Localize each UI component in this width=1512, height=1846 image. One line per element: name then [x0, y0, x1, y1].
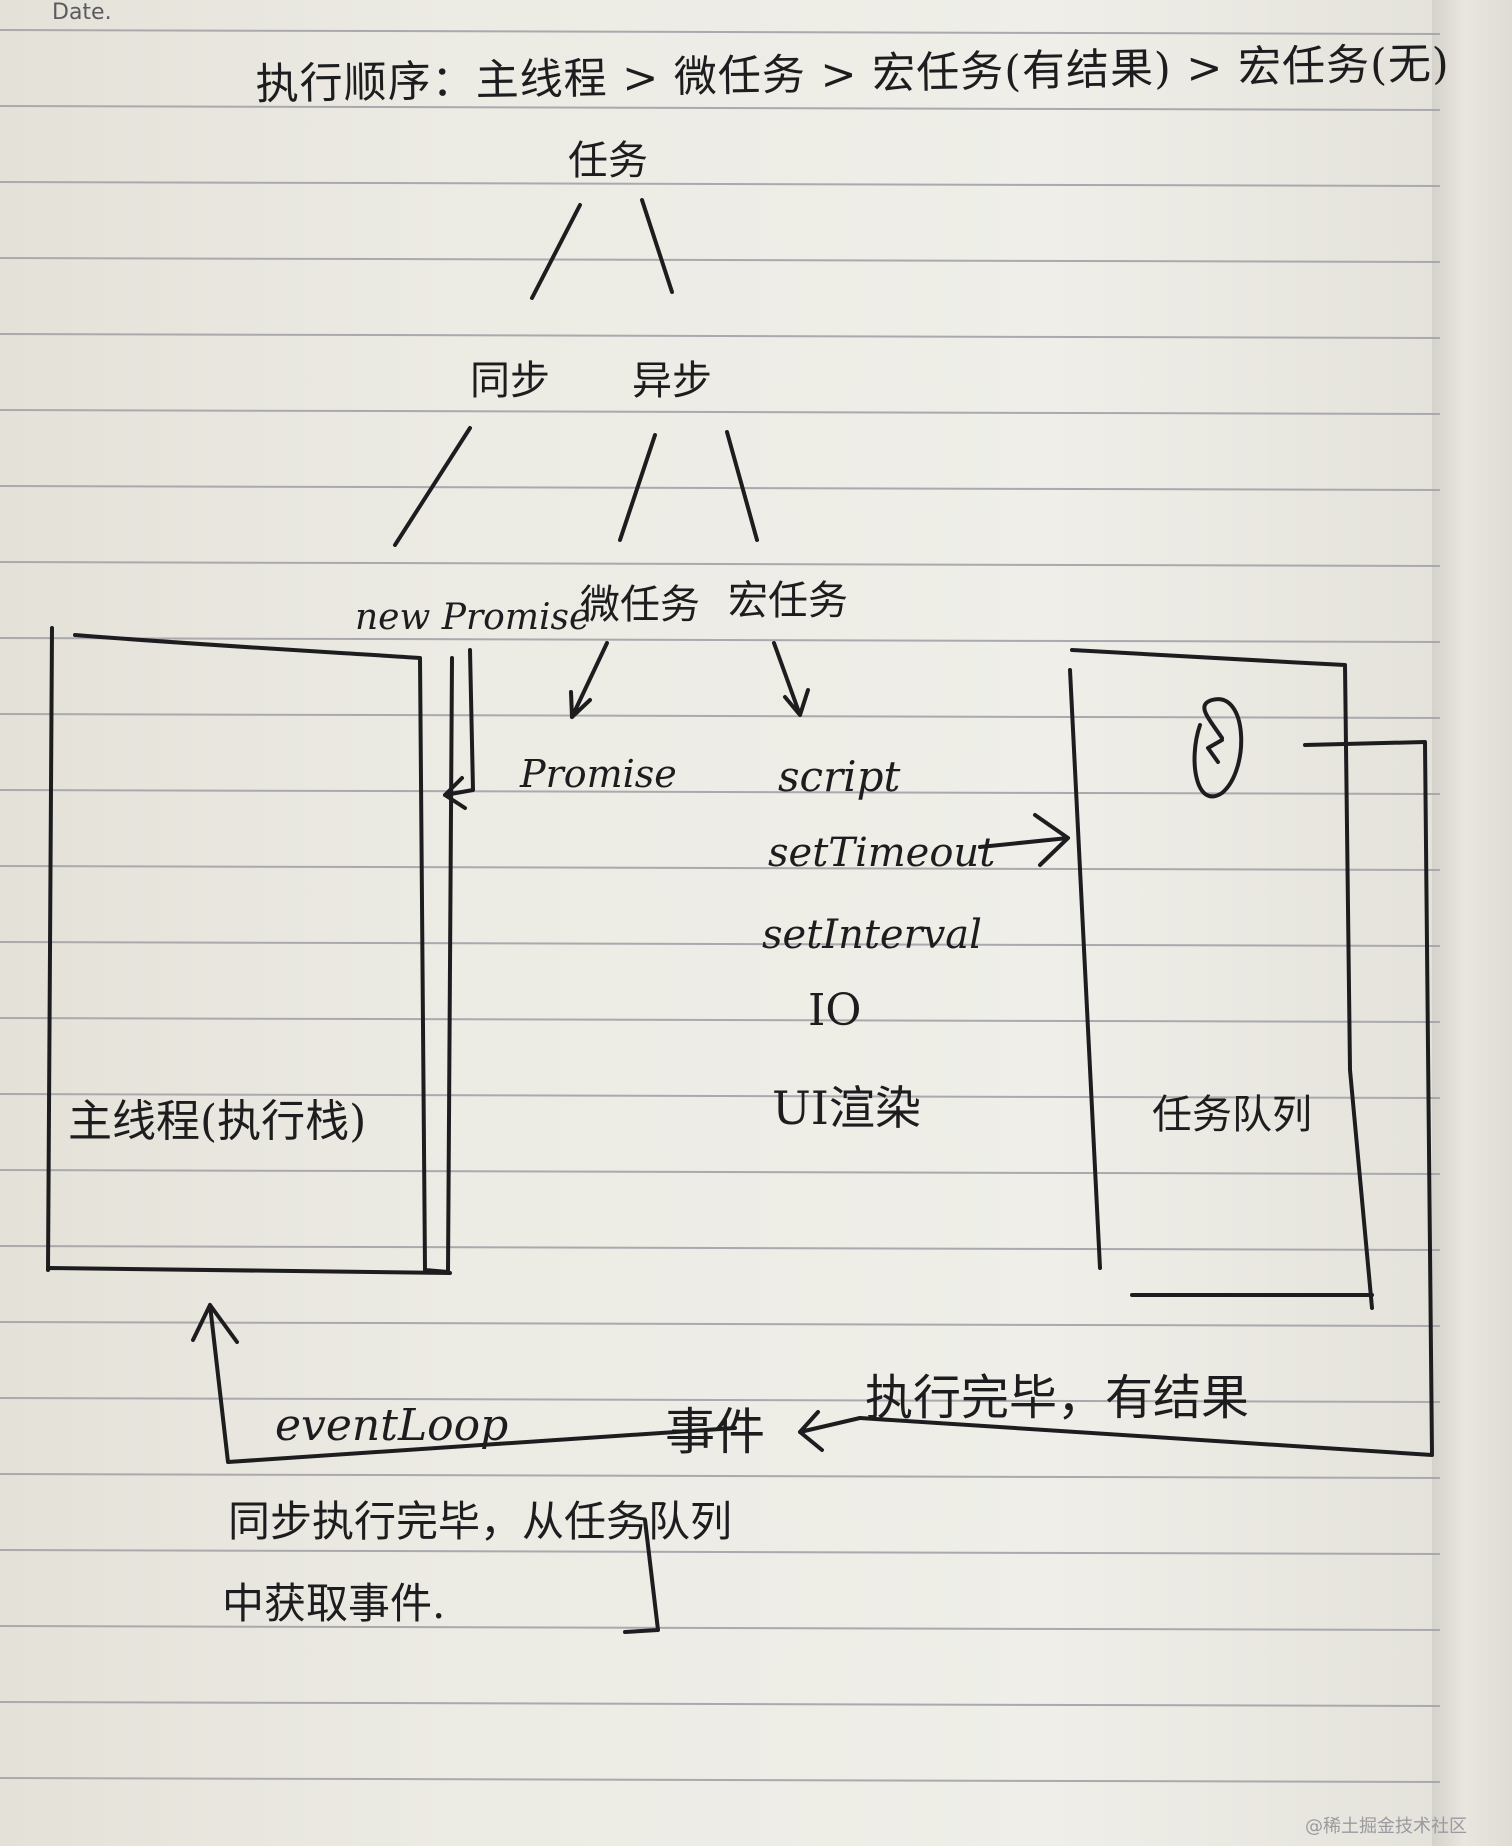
ruled-line: [0, 1549, 1441, 1555]
ruled-line: [0, 1625, 1441, 1631]
edge-sync-to-newpromise: [393, 426, 472, 547]
ruled-lines: [0, 29, 1441, 1783]
main-thread-box: [46, 626, 454, 1275]
arrow-settimeout-to-queue: [978, 813, 1070, 867]
ruled-line: [0, 181, 1441, 187]
edge-async-to-micro: [618, 433, 657, 542]
ruled-line: [0, 485, 1441, 491]
loop-icon: [1192, 697, 1244, 799]
ruled-line: [0, 637, 1441, 643]
node-async: 异步: [632, 358, 712, 404]
node-macrotask: 宏任务: [728, 578, 848, 624]
ruled-line: [0, 1397, 1441, 1403]
ruled-line: [0, 409, 1441, 415]
ruled-line: [0, 1169, 1441, 1175]
edge-async-to-macro: [725, 430, 759, 542]
arrow-newpromise-to-main: [443, 648, 475, 810]
task-queue-label: 任务队列: [1152, 1092, 1312, 1138]
node-microtask: 微任务: [580, 582, 700, 628]
ruled-line: [0, 1473, 1441, 1479]
watermark: @稀土掘金技术社区: [1305, 1816, 1467, 1837]
ruled-line: [0, 561, 1441, 567]
node-new-promise: new Promise: [355, 597, 591, 638]
eventloop-line: [191, 1303, 737, 1464]
ruled-line: [0, 1321, 1441, 1327]
ruled-line: [0, 1093, 1441, 1099]
done-with-result-label: 执行完毕，有结果: [865, 1370, 1250, 1426]
ruled-line: [0, 941, 1441, 947]
macro-item-settimeout: setTimeout: [768, 830, 996, 876]
task-queue-box: [1068, 648, 1374, 1310]
micro-item-promise: Promise: [520, 752, 677, 796]
macro-item-io: IO: [808, 985, 862, 1036]
ruled-line: [0, 1017, 1441, 1023]
arrow-micro-to-promise: [569, 641, 609, 719]
edge-root-to-sync: [530, 203, 582, 300]
node-task: 任务: [568, 138, 648, 184]
event-loop-label: eventLoop: [275, 1400, 509, 1451]
main-thread-label: 主线程(执行栈): [68, 1096, 367, 1147]
date-label: Date.: [52, 0, 112, 25]
ruled-line: [0, 1701, 1441, 1707]
macro-item-ui-render: UI渲染: [772, 1081, 921, 1135]
ruled-line: [0, 789, 1441, 795]
page-edge: [1432, 0, 1512, 1846]
ruled-line: [0, 29, 1441, 35]
ruled-line: [0, 1245, 1441, 1251]
arrow-macro-to-script: [772, 641, 810, 717]
macro-item-script: script: [778, 752, 901, 801]
event-label: 事件: [665, 1403, 765, 1461]
ruled-line: [0, 865, 1441, 871]
note-bracket: [623, 1518, 660, 1634]
macro-item-setinterval: setInterval: [762, 912, 982, 958]
ruled-line: [0, 713, 1441, 719]
ruled-line: [0, 1777, 1441, 1783]
edge-root-to-async: [640, 198, 674, 294]
queue-output-line: [858, 740, 1434, 1457]
ruled-line: [0, 105, 1441, 111]
note-line-2: 中获取事件.: [222, 1579, 446, 1628]
ruled-line: [0, 333, 1441, 339]
arrow-to-event: [798, 1410, 862, 1452]
note-line-1: 同步执行完毕，从任务队列: [228, 1497, 733, 1546]
ruled-line: [0, 257, 1441, 263]
node-sync: 同步: [470, 358, 550, 404]
